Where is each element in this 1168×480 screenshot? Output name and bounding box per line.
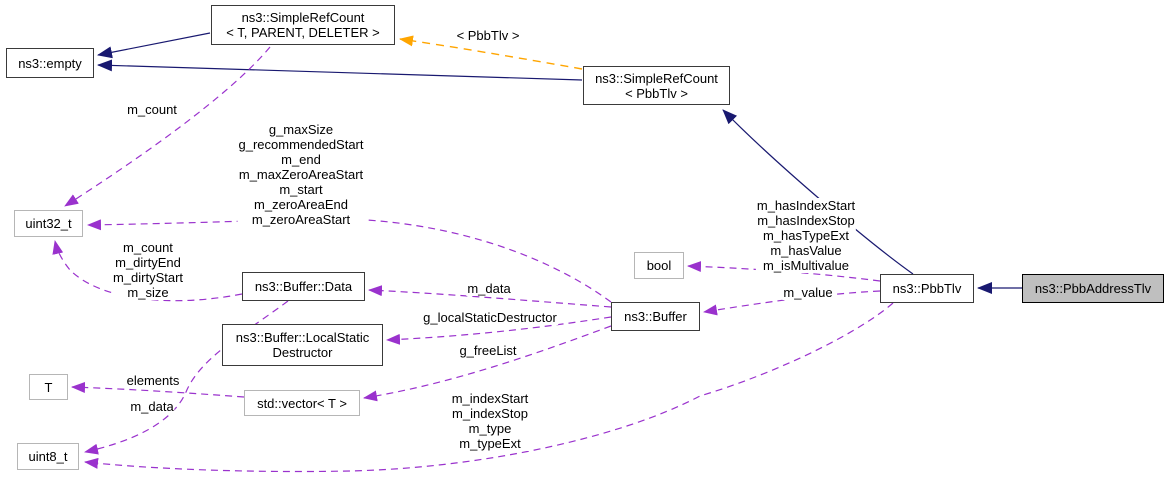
edge-label-buffer-to-uint32: g_maxSize g_recommendedStart m_end m_max… <box>237 122 365 227</box>
edge-label-elements: elements <box>125 373 181 388</box>
edge-label-m-data-bottom: m_data <box>129 399 175 414</box>
edge-label-pbbtlv-to-uint8: m_indexStart m_indexStop m_type m_typeEx… <box>450 391 530 451</box>
edge-buffer-to-bufferdata <box>368 285 612 308</box>
node-buffer[interactable]: ns3::Buffer <box>611 302 700 331</box>
node-simplerefcount-template[interactable]: ns3::SimpleRefCount < T, PARENT, DELETER… <box>211 5 395 45</box>
node-uint8-t: uint8_t <box>17 443 79 470</box>
node-buffer-data[interactable]: ns3::Buffer::Data <box>242 272 365 301</box>
edge-label-g-localstaticdestructor: g_localStaticDestructor <box>422 310 558 325</box>
edge-stdvector-to-t <box>71 381 245 398</box>
edge-simplerefcount-template-to-empty <box>97 32 211 59</box>
edge-buffer-to-localstaticdestructor <box>386 316 612 345</box>
edge-bufferdata-to-uint32 <box>52 240 243 302</box>
edge-simplerefcount-pbbtlv-to-empty <box>97 59 583 81</box>
edge-simplerefcount-template-to-uint32 <box>64 46 271 207</box>
node-buffer-localstaticdestructor[interactable]: ns3::Buffer::LocalStatic Destructor <box>222 324 383 366</box>
node-empty[interactable]: ns3::empty <box>6 48 94 78</box>
node-simplerefcount-pbbtlv[interactable]: ns3::SimpleRefCount < PbbTlv > <box>583 66 730 105</box>
edge-label-bufferdata-to-uint32: m_count m_dirtyEnd m_dirtyStart m_size <box>111 240 185 300</box>
edge-pbbtlv-to-bool <box>687 261 881 282</box>
node-pbbaddresstlv: ns3::PbbAddressTlv <box>1022 274 1164 303</box>
edge-buffer-to-stdvector <box>363 325 612 402</box>
edge-label-m-value: m_value <box>782 285 834 300</box>
node-std-vector: std::vector< T > <box>244 390 360 416</box>
edge-label-g-freelist: g_freeList <box>458 343 518 358</box>
node-pbbtlv[interactable]: ns3::PbbTlv <box>880 274 974 303</box>
edge-bufferdata-to-uint8 <box>84 300 289 455</box>
edge-label-m-data-mid: m_data <box>466 281 512 296</box>
edge-label-m-count-top: m_count <box>126 102 178 117</box>
node-uint32-t: uint32_t <box>14 210 83 237</box>
node-t: T <box>29 374 68 400</box>
node-bool: bool <box>634 252 684 279</box>
edge-template-instance <box>399 35 583 70</box>
edge-pbbtlv-to-uint8 <box>84 302 894 473</box>
edge-buffer-to-uint32 <box>87 218 612 303</box>
edge-label-pbbtlv-to-bool: m_hasIndexStart m_hasIndexStop m_hasType… <box>755 198 857 273</box>
edge-label-template-arg: < PbbTlv > <box>455 28 521 43</box>
